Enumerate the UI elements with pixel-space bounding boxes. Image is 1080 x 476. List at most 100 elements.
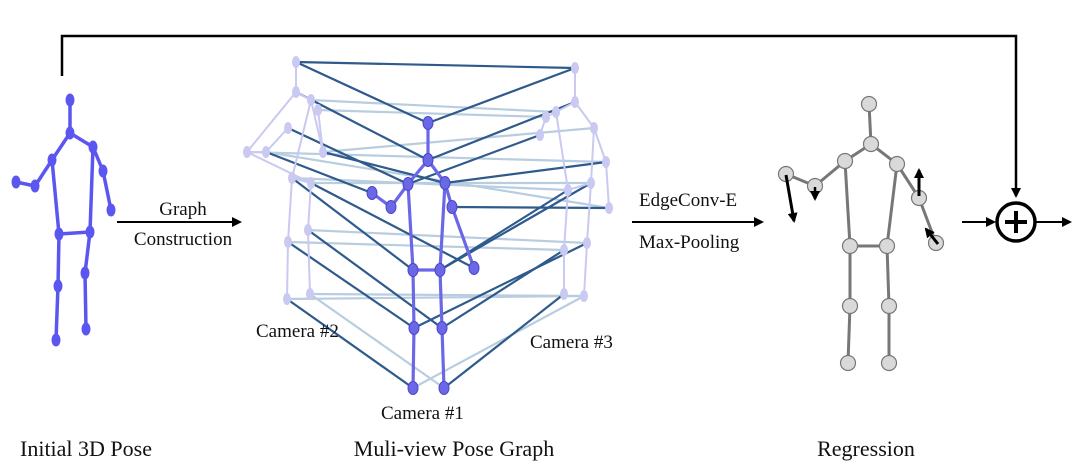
cross-view-edge [307, 228, 588, 245]
joint [292, 86, 300, 98]
joint [47, 153, 57, 167]
cross-view-edge [441, 249, 565, 329]
joint [878, 237, 896, 255]
multi-view-cross-edges [246, 60, 610, 389]
offset-arrow [784, 174, 798, 223]
bone [885, 244, 891, 308]
cross-view-edge [291, 177, 414, 271]
offset-arrow [924, 227, 940, 245]
joint [836, 152, 854, 170]
camera-1-skeleton [366, 116, 480, 395]
bone [438, 268, 444, 330]
joint [839, 354, 857, 372]
bone [555, 111, 569, 191]
joint [284, 236, 292, 248]
joint [436, 321, 448, 335]
joint [54, 227, 64, 241]
cross-view-edge [412, 295, 585, 389]
joint [53, 279, 63, 293]
cross-view-edge [444, 160, 607, 185]
joint [292, 56, 300, 68]
cross-view-edge [310, 182, 475, 269]
joint [602, 156, 610, 168]
bone [440, 326, 446, 390]
joint [366, 186, 378, 200]
joint [385, 200, 397, 214]
bone [843, 159, 852, 248]
joint [888, 155, 906, 173]
regression-caption: Regression [817, 436, 915, 461]
bone [246, 91, 297, 153]
bone [83, 230, 92, 275]
joint [284, 122, 292, 134]
bone [586, 182, 592, 244]
cross-view-edge [427, 100, 576, 162]
joint [80, 266, 90, 280]
joint [402, 177, 414, 191]
camera-2-skeleton [243, 56, 327, 305]
camera-2-label: Camera #2 [256, 321, 339, 342]
cross-view-edge [287, 240, 565, 252]
joint [288, 172, 296, 184]
joint [307, 177, 315, 189]
cross-view-edge [287, 127, 409, 185]
joint [11, 175, 21, 189]
regression-skeleton [777, 95, 945, 372]
joint [580, 290, 588, 302]
cross-view-edge [439, 182, 592, 271]
cross-view-edge [307, 229, 443, 329]
regression-offset-arrows [784, 168, 940, 245]
cross-view-edge [286, 294, 585, 301]
bone [317, 109, 324, 153]
cross-view-edge [309, 293, 445, 389]
joint [571, 62, 579, 74]
bone [291, 99, 312, 179]
joint [422, 153, 434, 167]
bone [846, 304, 852, 365]
cross-view-edge [407, 133, 541, 186]
joint [552, 106, 560, 118]
joint [407, 381, 419, 395]
initial-pose-caption: Initial 3D Pose [20, 436, 152, 461]
joint [560, 288, 568, 300]
joint [85, 225, 95, 239]
joint [65, 126, 75, 140]
cross-view-edge [286, 298, 414, 389]
joint [446, 200, 458, 214]
bone [563, 189, 569, 251]
joint [560, 244, 568, 256]
bone [438, 181, 447, 272]
cross-view-edge [265, 150, 373, 195]
joint [841, 237, 859, 255]
joint [306, 288, 314, 300]
bone [57, 230, 92, 236]
joint [564, 184, 572, 196]
joint [106, 203, 116, 217]
cross-view-edge [317, 108, 547, 119]
joint [98, 164, 108, 178]
cross-view-edge [295, 91, 429, 161]
joint [571, 96, 579, 108]
joint [243, 146, 251, 158]
cross-view-edge [310, 98, 557, 114]
joint [468, 261, 480, 275]
construction-label: Construction [134, 229, 233, 250]
joint [439, 176, 451, 190]
graph-label: Graph [159, 199, 207, 220]
cross-view-edge [295, 61, 429, 124]
joint [590, 122, 598, 134]
bone [307, 182, 312, 231]
bone [590, 127, 595, 184]
joint [262, 146, 270, 158]
joint [587, 177, 595, 189]
cross-view-edge [427, 66, 576, 125]
bone [583, 242, 588, 297]
camera-1-label: Camera #1 [381, 403, 464, 424]
camera-3-label: Camera #3 [530, 332, 613, 353]
bone [88, 145, 95, 234]
joint [88, 140, 98, 154]
joint [30, 179, 40, 193]
joint [408, 321, 420, 335]
cross-view-edge [451, 205, 610, 210]
